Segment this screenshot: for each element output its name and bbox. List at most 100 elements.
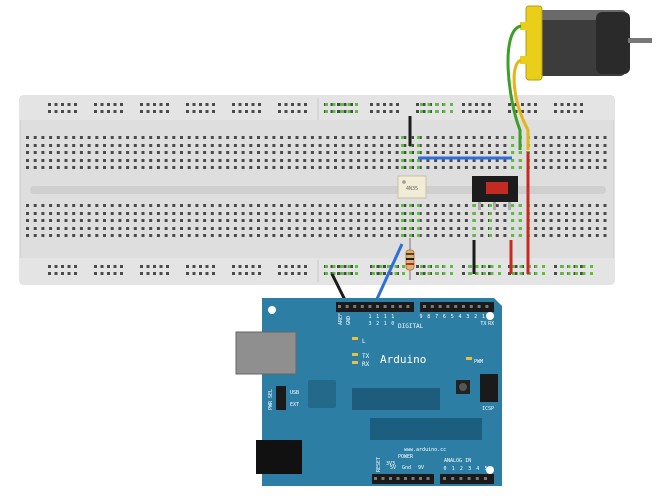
breadboard-hole [233, 136, 237, 139]
breadboard-hole [110, 136, 114, 139]
breadboard-hole [603, 227, 607, 230]
breadboard-hole [480, 212, 484, 215]
header-pin [368, 305, 372, 308]
breadboard-hole [287, 136, 291, 139]
breadboard-hole [403, 159, 407, 162]
rail-hole [166, 103, 169, 106]
breadboard-hole [56, 159, 60, 162]
breadboard-hole [118, 234, 122, 237]
breadboard-hole [441, 136, 445, 139]
connected-rail-hole [450, 103, 453, 106]
breadboard-hole [272, 136, 276, 139]
breadboard-hole [495, 219, 499, 222]
breadboard-hole [310, 234, 314, 237]
rail-hole [580, 110, 583, 113]
rail-hole [74, 272, 77, 275]
breadboard-hole [434, 159, 438, 162]
rail-hole [376, 103, 380, 106]
breadboard-hole [580, 234, 584, 237]
breadboard-hole [103, 144, 106, 147]
breadboard-hole [218, 144, 222, 147]
breadboard-hole [403, 234, 407, 237]
breadboard-hole [133, 151, 137, 154]
label-3v3: 3V3 [386, 461, 395, 467]
breadboard-hole [464, 144, 468, 147]
breadboard-hole [534, 159, 538, 162]
connected-rail-hole [340, 110, 343, 113]
breadboard-hole [565, 204, 568, 207]
breadboard-hole [272, 166, 276, 169]
connected-hole [417, 234, 420, 237]
breadboard-hole [218, 159, 222, 162]
breadboard-hole [95, 144, 99, 147]
breadboard-hole [249, 159, 253, 162]
breadboard-hole [56, 166, 60, 169]
breadboard-hole [372, 151, 376, 154]
header-pin [485, 305, 489, 308]
breadboard-hole [541, 166, 545, 169]
breadboard-hole [280, 159, 284, 162]
breadboard-hole [64, 227, 68, 230]
connected-hole [511, 227, 514, 230]
breadboard-hole [41, 219, 45, 222]
header-pin [383, 305, 387, 308]
breadboard-hole [580, 144, 584, 147]
connected-rail-hole [372, 265, 375, 268]
connected-hole [417, 136, 420, 139]
optocoupler: 4N35 [397, 175, 427, 199]
connected-rail-hole [435, 265, 438, 268]
rail-hole [370, 103, 373, 106]
breadboard-hole [95, 166, 99, 169]
connected-rail-hole [325, 265, 328, 268]
breadboard-hole [141, 159, 145, 162]
breadboard-hole [603, 151, 607, 154]
breadboard-hole [257, 151, 260, 154]
breadboard-hole [411, 136, 414, 139]
connected-hole [519, 204, 522, 207]
rail-hole [330, 110, 334, 113]
rail-hole [560, 110, 564, 113]
rail-hole [186, 272, 189, 275]
breadboard-hole [103, 151, 106, 154]
breadboard-hole [156, 136, 160, 139]
breadboard-hole [457, 204, 461, 207]
breadboard-hole [272, 227, 276, 230]
breadboard-hole [126, 234, 130, 237]
rail-hole [251, 272, 255, 275]
connected-rail-hole [402, 265, 405, 268]
connected-rail-hole [490, 272, 494, 275]
rail-hole [580, 103, 583, 106]
rail-hole [343, 103, 347, 106]
rail-hole [370, 265, 373, 268]
digital-pin-label: 8 [427, 314, 430, 320]
breadboard-hole [249, 136, 253, 139]
breadboard-hole [334, 166, 337, 169]
breadboard-hole [434, 151, 438, 154]
breadboard-hole [226, 204, 230, 207]
breadboard-hole [364, 227, 368, 230]
breadboard-hole [357, 219, 361, 222]
rail-hole [100, 103, 104, 106]
breadboard-hole [426, 219, 430, 222]
breadboard-hole [95, 151, 99, 154]
breadboard-hole [341, 212, 345, 215]
breadboard-hole [187, 219, 191, 222]
rail-hole [159, 110, 163, 113]
rail-hole [297, 272, 301, 275]
connected-rail-hole [379, 265, 383, 268]
breadboard-hole [287, 227, 291, 230]
breadboard-hole [341, 144, 345, 147]
digital-pin-sublabel: 3 [368, 321, 371, 327]
mounting-hole-3 [486, 466, 494, 474]
breadboard-hole [272, 234, 276, 237]
breadboard-hole [64, 166, 68, 169]
breadboard-hole [49, 151, 53, 154]
connected-hole [489, 234, 492, 237]
breadboard-hole [488, 159, 491, 162]
connected-rail-hole [519, 265, 523, 268]
connected-hole [401, 227, 404, 230]
breadboard-hole [303, 234, 307, 237]
rail-hole [514, 272, 518, 275]
breadboard-hole [203, 159, 207, 162]
transistor-leg-3 [508, 202, 511, 210]
